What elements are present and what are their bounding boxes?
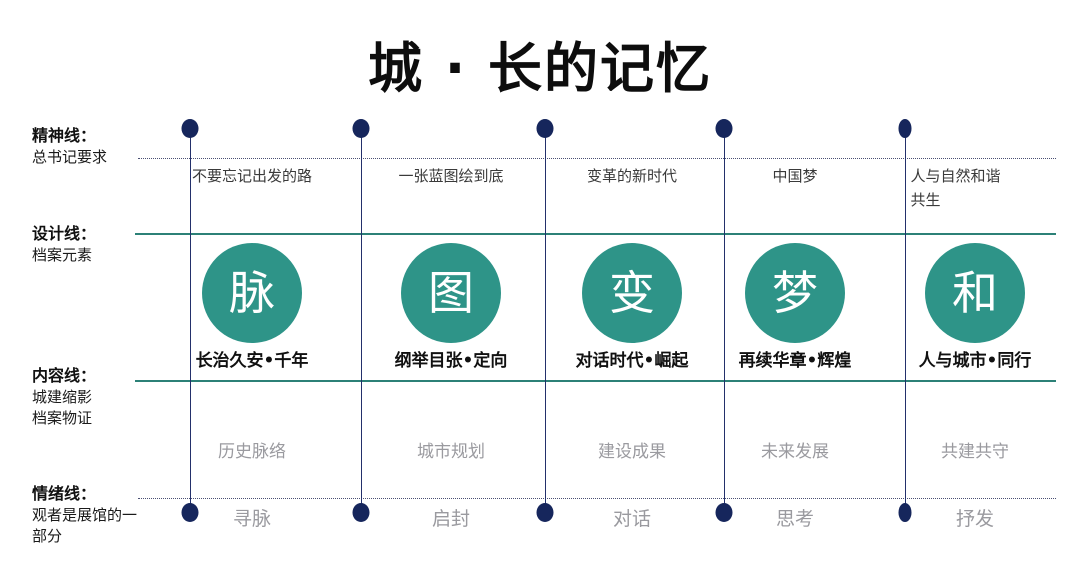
spirit-text-4: 中国梦 (772, 167, 818, 185)
emotion-text-3: 对话 (612, 508, 651, 530)
rail-emotion-sub-line1: 观者是展馆的一 (32, 506, 138, 524)
timeline-dot-top-4[interactable] (715, 119, 733, 138)
content-text-2: 城市规划 (417, 442, 485, 462)
rail-spirit-sub: 总书记要求 (32, 148, 108, 166)
rail-content-sub-line1: 城建缩影 (32, 388, 93, 406)
rail-emotion-sub-line2: 部分 (32, 527, 63, 545)
rail-design-title: 设计线： (32, 224, 97, 243)
spirit-text-5: 人与自然和谐共生 (910, 167, 1001, 209)
timeline-dot-top-3[interactable] (536, 119, 554, 138)
element-caption-1: 长治久安•千年 (195, 351, 309, 371)
design-divider-line (135, 233, 1056, 235)
element-caption-2: 纲举目张•定向 (394, 351, 508, 371)
timeline-dot-bottom-2[interactable] (352, 503, 370, 522)
timeline-connector-2 (361, 128, 362, 516)
element-circle-4[interactable]: 梦 (745, 243, 845, 343)
timeline-connector-1 (190, 128, 191, 516)
element-circle-2[interactable]: 图 (401, 243, 501, 343)
element-glyph-4: 梦 (772, 266, 818, 320)
element-caption-3: 对话时代•崛起 (575, 351, 689, 371)
emotion-divider-line (138, 498, 1056, 499)
spirit-text-1: 不要忘记出发的路 (191, 167, 312, 185)
rail-content-sub-line2: 档案物证 (32, 409, 93, 427)
timeline-dot-top-2[interactable] (352, 119, 370, 138)
emotion-text-1: 寻脉 (232, 508, 271, 530)
timeline-connector-5 (905, 128, 906, 516)
rail-content-title: 内容线： (32, 366, 97, 385)
spirit-text-5-line2: 共生 (910, 191, 941, 209)
spirit-text-2: 一张蓝图绘到底 (398, 167, 504, 185)
rail-spirit-title: 精神线： (32, 126, 97, 145)
element-glyph-3: 变 (609, 266, 655, 320)
timeline-dot-bottom-5[interactable] (898, 503, 912, 522)
timeline-connector-4 (724, 128, 725, 516)
emotion-text-5: 抒发 (955, 508, 994, 530)
element-glyph-5: 和 (952, 266, 998, 320)
page-title: 城 · 长的记忆 (367, 37, 713, 100)
timeline-dot-bottom-3[interactable] (536, 503, 554, 522)
content-divider-line (135, 380, 1056, 382)
timeline-dot-top-5[interactable] (898, 119, 912, 138)
element-circle-1[interactable]: 脉 (202, 243, 302, 343)
element-glyph-2: 图 (428, 266, 474, 320)
rail-label-content: 内容线： 城建缩影 档案物证 (32, 365, 182, 429)
timeline-dot-bottom-1[interactable] (181, 503, 199, 522)
emotion-text-4: 思考 (775, 508, 814, 530)
element-circle-5[interactable]: 和 (925, 243, 1025, 343)
rail-label-spirit: 精神线： 总书记要求 (32, 125, 182, 168)
timeline-dot-bottom-4[interactable] (715, 503, 733, 522)
emotion-text-2: 启封 (431, 508, 470, 530)
rail-label-design: 设计线： 档案元素 (32, 223, 182, 266)
content-text-3: 建设成果 (598, 442, 666, 462)
element-glyph-1: 脉 (229, 266, 275, 320)
element-circle-3[interactable]: 变 (582, 243, 682, 343)
element-caption-5: 人与城市•同行 (918, 351, 1032, 371)
content-text-4: 未来发展 (761, 442, 829, 462)
rail-emotion-title: 情绪线： (32, 484, 97, 503)
content-text-5: 共建共守 (941, 442, 1009, 462)
spirit-divider-line (138, 158, 1056, 159)
rail-label-emotion: 情绪线： 观者是展馆的一 部分 (32, 483, 182, 547)
rail-design-sub: 档案元素 (32, 246, 93, 264)
element-caption-4: 再续华章•辉煌 (738, 351, 852, 371)
spirit-text-3: 变革的新时代 (586, 167, 677, 185)
content-text-1: 历史脉络 (218, 442, 286, 462)
timeline-connector-3 (545, 128, 546, 516)
timeline-dot-top-1[interactable] (181, 119, 199, 138)
